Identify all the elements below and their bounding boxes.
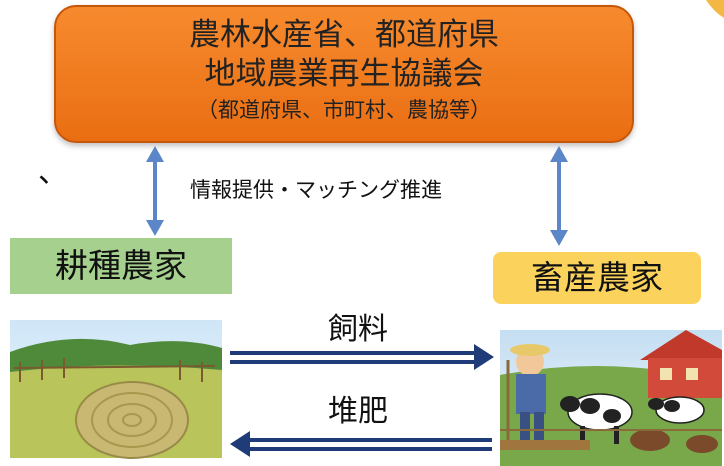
feed-label: 飼料 — [328, 312, 388, 347]
crop-farmer-label: 耕種農家 — [10, 238, 232, 294]
stray-comma-mark: 、 — [38, 155, 68, 190]
info-arrow-left — [146, 146, 164, 236]
organization-line3: （都道府県、市町村、農協等） — [197, 98, 491, 122]
info-arrow-right — [550, 146, 568, 246]
corner-decoration — [706, 0, 724, 18]
organization-line2: 地域農業再生協議会 — [204, 56, 484, 92]
feed-arrow — [230, 344, 494, 370]
organization-box: 農林水産省、都道府県 地域農業再生協議会 （都道府県、市町村、農協等） — [54, 5, 634, 143]
livestock-farmer-label: 畜産農家 — [493, 252, 701, 304]
compost-arrow — [230, 431, 492, 457]
livestock-farm-illustration — [500, 330, 722, 466]
organization-line1: 農林水産省、都道府県 — [189, 17, 499, 53]
hay-bale-illustration — [10, 320, 222, 459]
info-matching-label: 情報提供・マッチング推進 — [190, 178, 442, 202]
compost-label: 堆肥 — [328, 394, 388, 429]
